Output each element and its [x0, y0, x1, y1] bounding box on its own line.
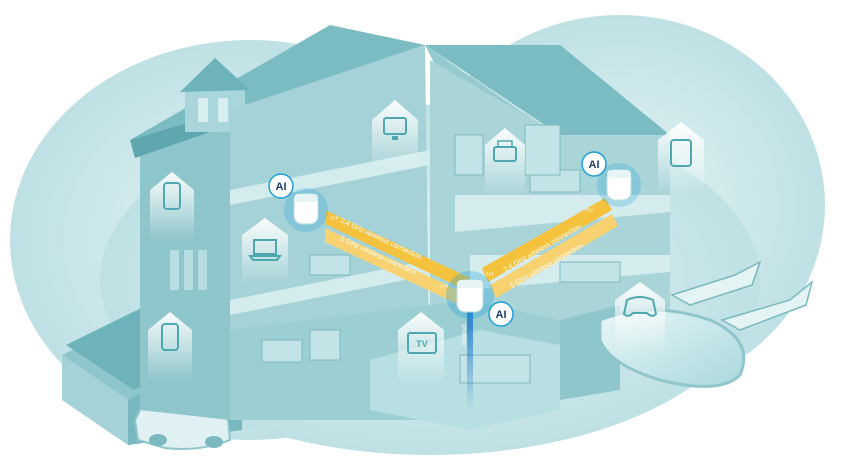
device-tag-gamepad — [615, 282, 665, 355]
device-tag-phone-left — [150, 172, 194, 240]
router-top-left: AI — [268, 173, 328, 232]
device-tag-printer — [485, 128, 525, 195]
laptop-icon — [248, 239, 282, 261]
wireless-link-right: 2.4 GHz wireless connection 5 GHz wirele… — [482, 198, 618, 298]
gamepad-icon — [622, 296, 658, 317]
ai-badge: AI — [496, 309, 507, 321]
router-center: AI — [446, 271, 514, 327]
internet-cable: Internet — [462, 310, 473, 410]
device-tag-tv: TV — [398, 312, 444, 385]
phone-icon — [163, 182, 181, 210]
chevron-left-icon: ‹‹‹ — [330, 213, 338, 222]
chevron-right-icon: ››› — [440, 281, 448, 290]
router-top-right: AI — [581, 151, 641, 207]
phone-icon — [161, 323, 179, 351]
device-tag-laptop — [242, 218, 288, 285]
device-tag-desktop — [372, 100, 418, 170]
ai-badge: AI — [589, 159, 600, 171]
chevron-right-icon: ››› — [585, 205, 593, 214]
desktop-computer-icon — [383, 117, 407, 135]
chevron-left-icon: ‹‹‹ — [486, 269, 494, 278]
device-tag-phone-garage — [148, 312, 192, 380]
ai-badge: AI — [276, 181, 287, 193]
tv-icon — [407, 332, 437, 354]
internet-label: Internet — [462, 324, 468, 345]
tv-label: TV — [416, 339, 428, 349]
tablet-icon — [670, 139, 692, 167]
device-tag-tablet — [658, 122, 704, 195]
